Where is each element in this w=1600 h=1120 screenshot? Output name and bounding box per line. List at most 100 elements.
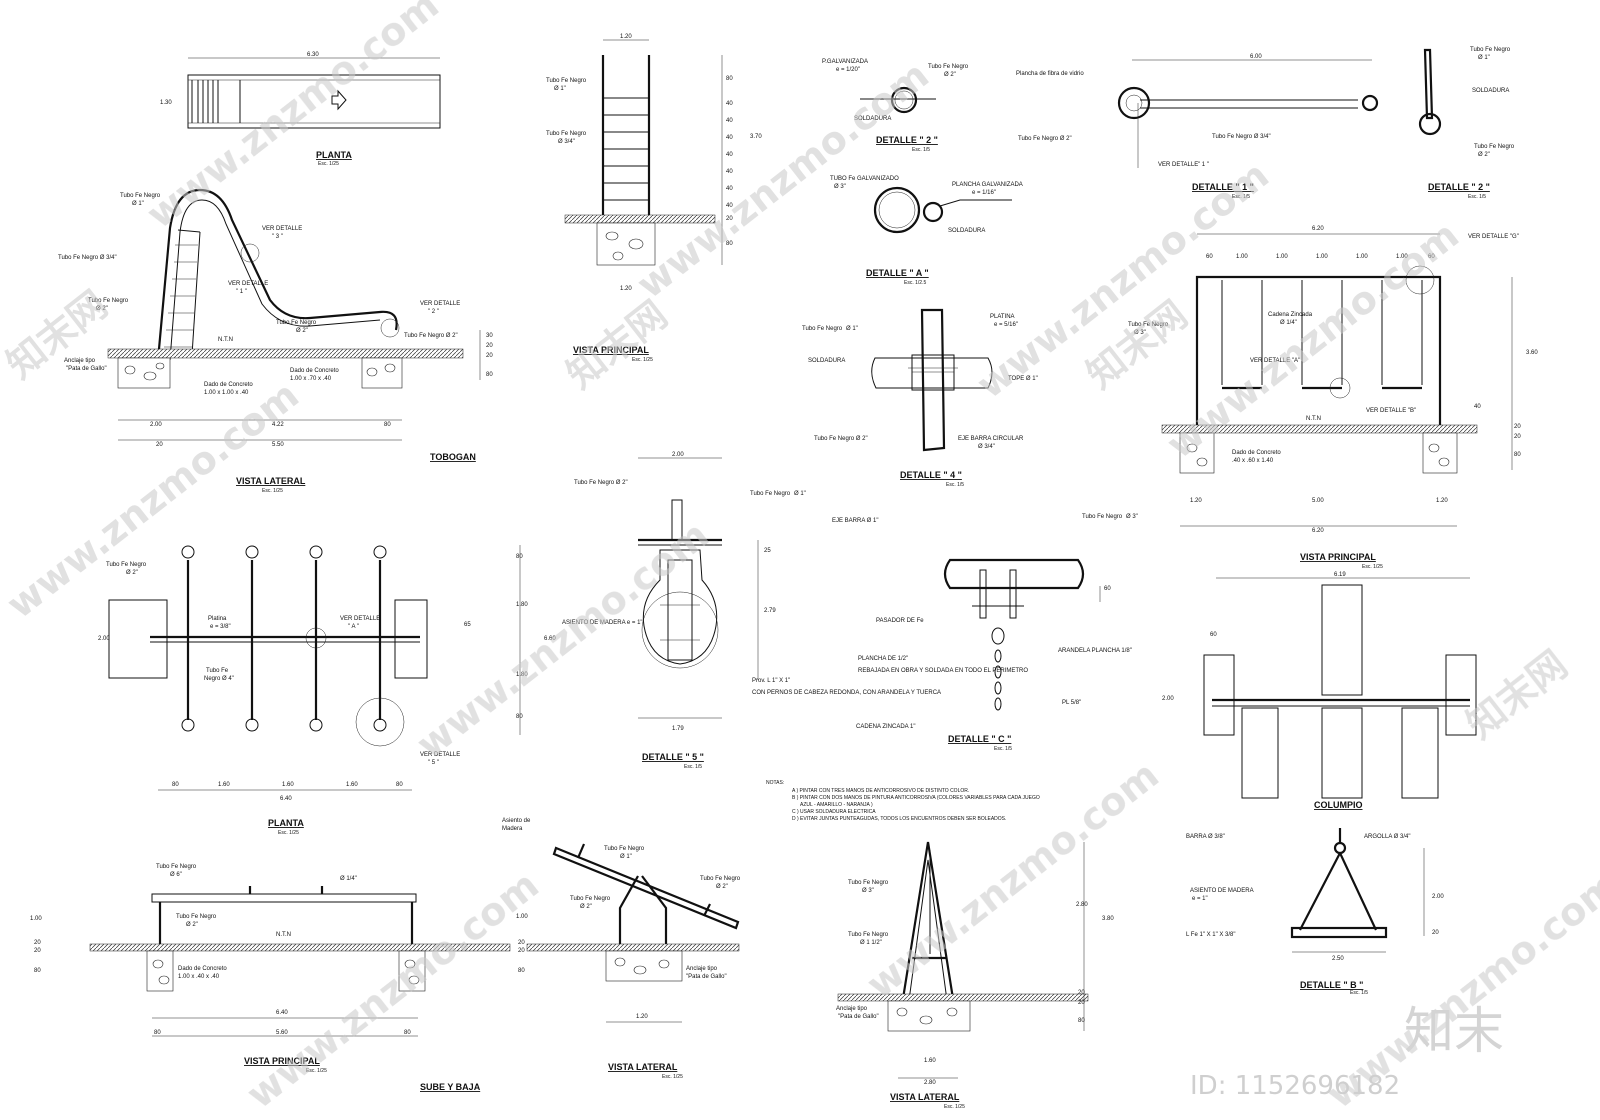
svg-text:1.20: 1.20 <box>1190 498 1202 504</box>
svg-text:Ø 2": Ø 2" <box>580 904 592 910</box>
svg-text:Asiento de: Asiento de <box>502 818 531 824</box>
svg-text:Tubo Fe Negro: Tubo Fe Negro <box>700 876 741 882</box>
svg-text:Tubo Fe: Tubo Fe <box>206 668 229 674</box>
svg-text:20: 20 <box>156 442 163 448</box>
svg-text:EJE BARRA Ø 1": EJE BARRA Ø 1" <box>832 518 878 524</box>
svg-text:Esc. 1/25: Esc. 1/25 <box>1362 564 1383 570</box>
svg-text:ASIENTO DE MADERA: ASIENTO DE MADERA <box>1190 888 1254 894</box>
svg-text:e = 5/16": e = 5/16" <box>994 322 1018 328</box>
svg-text:2.50: 2.50 <box>1332 956 1344 962</box>
svg-text:Tubo Fe Negro: Tubo Fe Negro <box>106 562 147 568</box>
svg-text:6.19: 6.19 <box>1334 572 1346 578</box>
svg-text:B ) PINTAR CON DOS MANOS DE PI: B ) PINTAR CON DOS MANOS DE PINTURA ANTI… <box>792 795 1040 801</box>
svg-text:VER DETALLE "G": VER DETALLE "G" <box>1468 234 1519 240</box>
svg-text:5.60: 5.60 <box>276 1030 288 1036</box>
svg-text:DETALLE " 2 ": DETALLE " 2 " <box>876 135 938 145</box>
svg-text:Tubo Fe Negro Ø 3/4": Tubo Fe Negro Ø 3/4" <box>1212 134 1271 140</box>
svg-text:" 5 ": " 5 " <box>428 760 439 766</box>
svg-text:D ) EVITAR JUNTAS PUNTEAGUDAS,: D ) EVITAR JUNTAS PUNTEAGUDAS, TODOS LOS… <box>792 816 1006 822</box>
svg-text:3.70: 3.70 <box>750 134 762 140</box>
svg-text:Tubo Fe Negro: Tubo Fe Negro <box>276 320 317 326</box>
svg-text:1.20: 1.20 <box>620 286 632 292</box>
svg-text:Esc. 1/25: Esc. 1/25 <box>662 1074 683 1080</box>
svg-text:80: 80 <box>34 968 41 974</box>
svg-text:1.80: 1.80 <box>516 602 528 608</box>
svg-text:Ø 3/4": Ø 3/4" <box>558 139 575 145</box>
svg-text:80: 80 <box>486 372 493 378</box>
svg-text:Tubo Fe Negro: Tubo Fe Negro <box>176 914 217 920</box>
svg-text:Ø 3": Ø 3" <box>1126 514 1138 520</box>
svg-text:PLANCHA GALVANIZADA: PLANCHA GALVANIZADA <box>952 182 1023 188</box>
svg-text:BARRA Ø 3/8": BARRA Ø 3/8" <box>1186 834 1225 840</box>
svg-text:Negro Ø 4": Negro Ø 4" <box>204 676 234 682</box>
svg-text:" 1 ": " 1 " <box>236 289 247 295</box>
svg-text:1.00: 1.00 <box>1356 254 1368 260</box>
svg-text:VER DETALLE: VER DETALLE <box>262 226 302 232</box>
svg-text:VISTA PRINCIPAL: VISTA PRINCIPAL <box>573 345 649 355</box>
svg-text:Esc. 1/5: Esc. 1/5 <box>684 764 702 770</box>
svg-text:Ø 1 1/2": Ø 1 1/2" <box>860 940 882 946</box>
svg-text:Tubo Fe Negro: Tubo Fe Negro <box>848 932 889 938</box>
svg-text:60: 60 <box>1104 586 1111 592</box>
svg-text:Ø 1/4": Ø 1/4" <box>340 876 357 882</box>
svg-text:N.T.N: N.T.N <box>218 337 233 343</box>
svg-text:Tubo Fe Negro Ø 2": Tubo Fe Negro Ø 2" <box>1018 136 1072 142</box>
svg-text:e = 1": e = 1" <box>1192 896 1208 902</box>
svg-text:80: 80 <box>726 241 733 247</box>
svg-text:80: 80 <box>518 968 525 974</box>
svg-text:C ) USAR SOLDADURA ELECTRICA: C ) USAR SOLDADURA ELECTRICA <box>792 809 876 815</box>
title-planta-tobogan: PLANTA <box>316 150 352 160</box>
svg-text:Ø 1": Ø 1" <box>846 326 858 332</box>
svg-text:Tubo Fe Negro: Tubo Fe Negro <box>546 78 587 84</box>
svg-text:" 2 ": " 2 " <box>428 309 439 315</box>
svg-text:4.22: 4.22 <box>272 422 284 428</box>
svg-text:1.00 x .70 x .40: 1.00 x .70 x .40 <box>290 376 332 382</box>
svg-text:5.50: 5.50 <box>272 442 284 448</box>
svg-text:DETALLE " 5 ": DETALLE " 5 " <box>642 752 704 762</box>
svg-text:" 1 ": " 1 " <box>1198 162 1209 168</box>
svg-text:1.00: 1.00 <box>1316 254 1328 260</box>
svg-text:TOPE Ø 1": TOPE Ø 1" <box>1008 376 1038 382</box>
svg-text:Ø 2": Ø 2" <box>96 306 108 312</box>
svg-text:Madera: Madera <box>502 826 523 832</box>
svg-text:e = 1/20": e = 1/20" <box>836 67 860 73</box>
svg-text:40: 40 <box>726 118 733 124</box>
svg-text:Plancha de fibra de vidrio: Plancha de fibra de vidrio <box>1016 71 1084 77</box>
svg-text:SOLDADURA: SOLDADURA <box>948 228 985 234</box>
svg-text:Esc. 1/5: Esc. 1/5 <box>1232 194 1250 200</box>
svg-text:1.20: 1.20 <box>1436 498 1448 504</box>
svg-text:VER DETALLE: VER DETALLE <box>420 752 460 758</box>
svg-text:SOLDADURA: SOLDADURA <box>1472 88 1509 94</box>
svg-text:Tubo Fe Negro: Tubo Fe Negro <box>802 326 843 332</box>
watermark-logo: 知末 <box>1404 1002 1504 1060</box>
svg-text:Tubo Fe Negro: Tubo Fe Negro <box>928 64 969 70</box>
svg-text:25: 25 <box>764 548 771 554</box>
svg-text:e = 1/16": e = 1/16" <box>972 190 996 196</box>
svg-text:Dado de Concreto: Dado de Concreto <box>1232 450 1281 456</box>
svg-text:Tubo Fe Negro Ø 2": Tubo Fe Negro Ø 2" <box>574 480 628 486</box>
svg-text:VISTA PRINCIPAL: VISTA PRINCIPAL <box>1300 552 1376 562</box>
svg-text:80: 80 <box>396 782 403 788</box>
svg-text:1.20: 1.20 <box>636 1014 648 1020</box>
svg-text:1.00: 1.00 <box>1236 254 1248 260</box>
svg-text:ASIENTO DE MADERA e = 1": ASIENTO DE MADERA e = 1" <box>562 620 643 626</box>
svg-text:5.00: 5.00 <box>1312 498 1324 504</box>
svg-text:1.00 x .40 x .40: 1.00 x .40 x .40 <box>178 974 220 980</box>
svg-text:VER DETALLE: VER DETALLE <box>340 616 380 622</box>
svg-text:Ø 1/4": Ø 1/4" <box>1280 320 1297 326</box>
svg-text:40: 40 <box>726 203 733 209</box>
svg-text:VISTA LATERAL: VISTA LATERAL <box>890 1092 960 1102</box>
svg-text:20: 20 <box>518 948 525 954</box>
svg-text:Ø 1": Ø 1" <box>554 86 566 92</box>
svg-text:PLATINA: PLATINA <box>990 314 1015 320</box>
svg-text:VER DETALLE: VER DETALLE <box>228 281 268 287</box>
svg-text:Esc. 1/2.5: Esc. 1/2.5 <box>904 280 926 286</box>
svg-text:PL 5/8": PL 5/8" <box>1062 700 1081 706</box>
